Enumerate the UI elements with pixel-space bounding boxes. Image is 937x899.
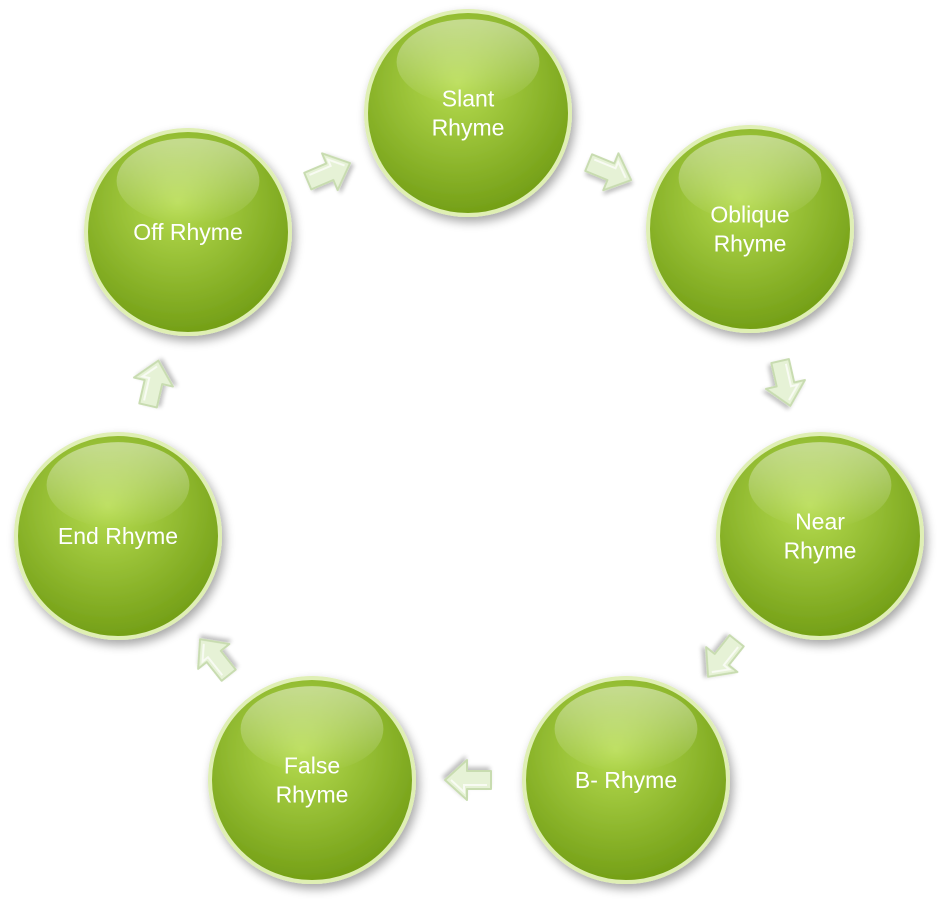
- node-gloss: [116, 138, 260, 224]
- node-gloss: [46, 442, 190, 528]
- node-label-line: Rhyme: [432, 115, 505, 141]
- node-b: B- Rhyme: [522, 676, 730, 884]
- node-label-line: Rhyme: [276, 782, 349, 808]
- arrow-b-to-false: [444, 759, 492, 801]
- node-label: End Rhyme: [58, 523, 178, 549]
- arrow-false-to-end: [197, 638, 237, 682]
- node-gloss: [748, 442, 892, 528]
- arrow-oblique-to-near: [764, 358, 806, 407]
- node-gloss: [396, 19, 540, 105]
- node-label-line: Slant: [442, 86, 495, 112]
- node-label-line: B- Rhyme: [575, 767, 677, 793]
- arrows-layer: [132, 152, 806, 801]
- node-label-line: Off Rhyme: [133, 219, 243, 245]
- arrow-near-to-b: [705, 634, 745, 678]
- node-label-line: Oblique: [710, 202, 789, 228]
- node-label: B- Rhyme: [575, 767, 677, 793]
- node-label-line: Near: [795, 509, 845, 535]
- node-gloss: [678, 135, 822, 221]
- node-label-line: End Rhyme: [58, 523, 178, 549]
- arrow-end-to-off: [132, 359, 174, 409]
- node-label-line: Rhyme: [784, 538, 857, 564]
- node-gloss: [240, 686, 384, 772]
- node-off: Off Rhyme: [84, 128, 292, 336]
- arrow-off-to-slant: [303, 152, 352, 192]
- node-label-line: Rhyme: [714, 231, 787, 257]
- arrow-slant-to-oblique: [584, 152, 633, 192]
- node-label: Off Rhyme: [133, 219, 243, 245]
- node-end: End Rhyme: [14, 432, 222, 640]
- node-gloss: [554, 686, 698, 772]
- node-label-line: False: [284, 753, 340, 779]
